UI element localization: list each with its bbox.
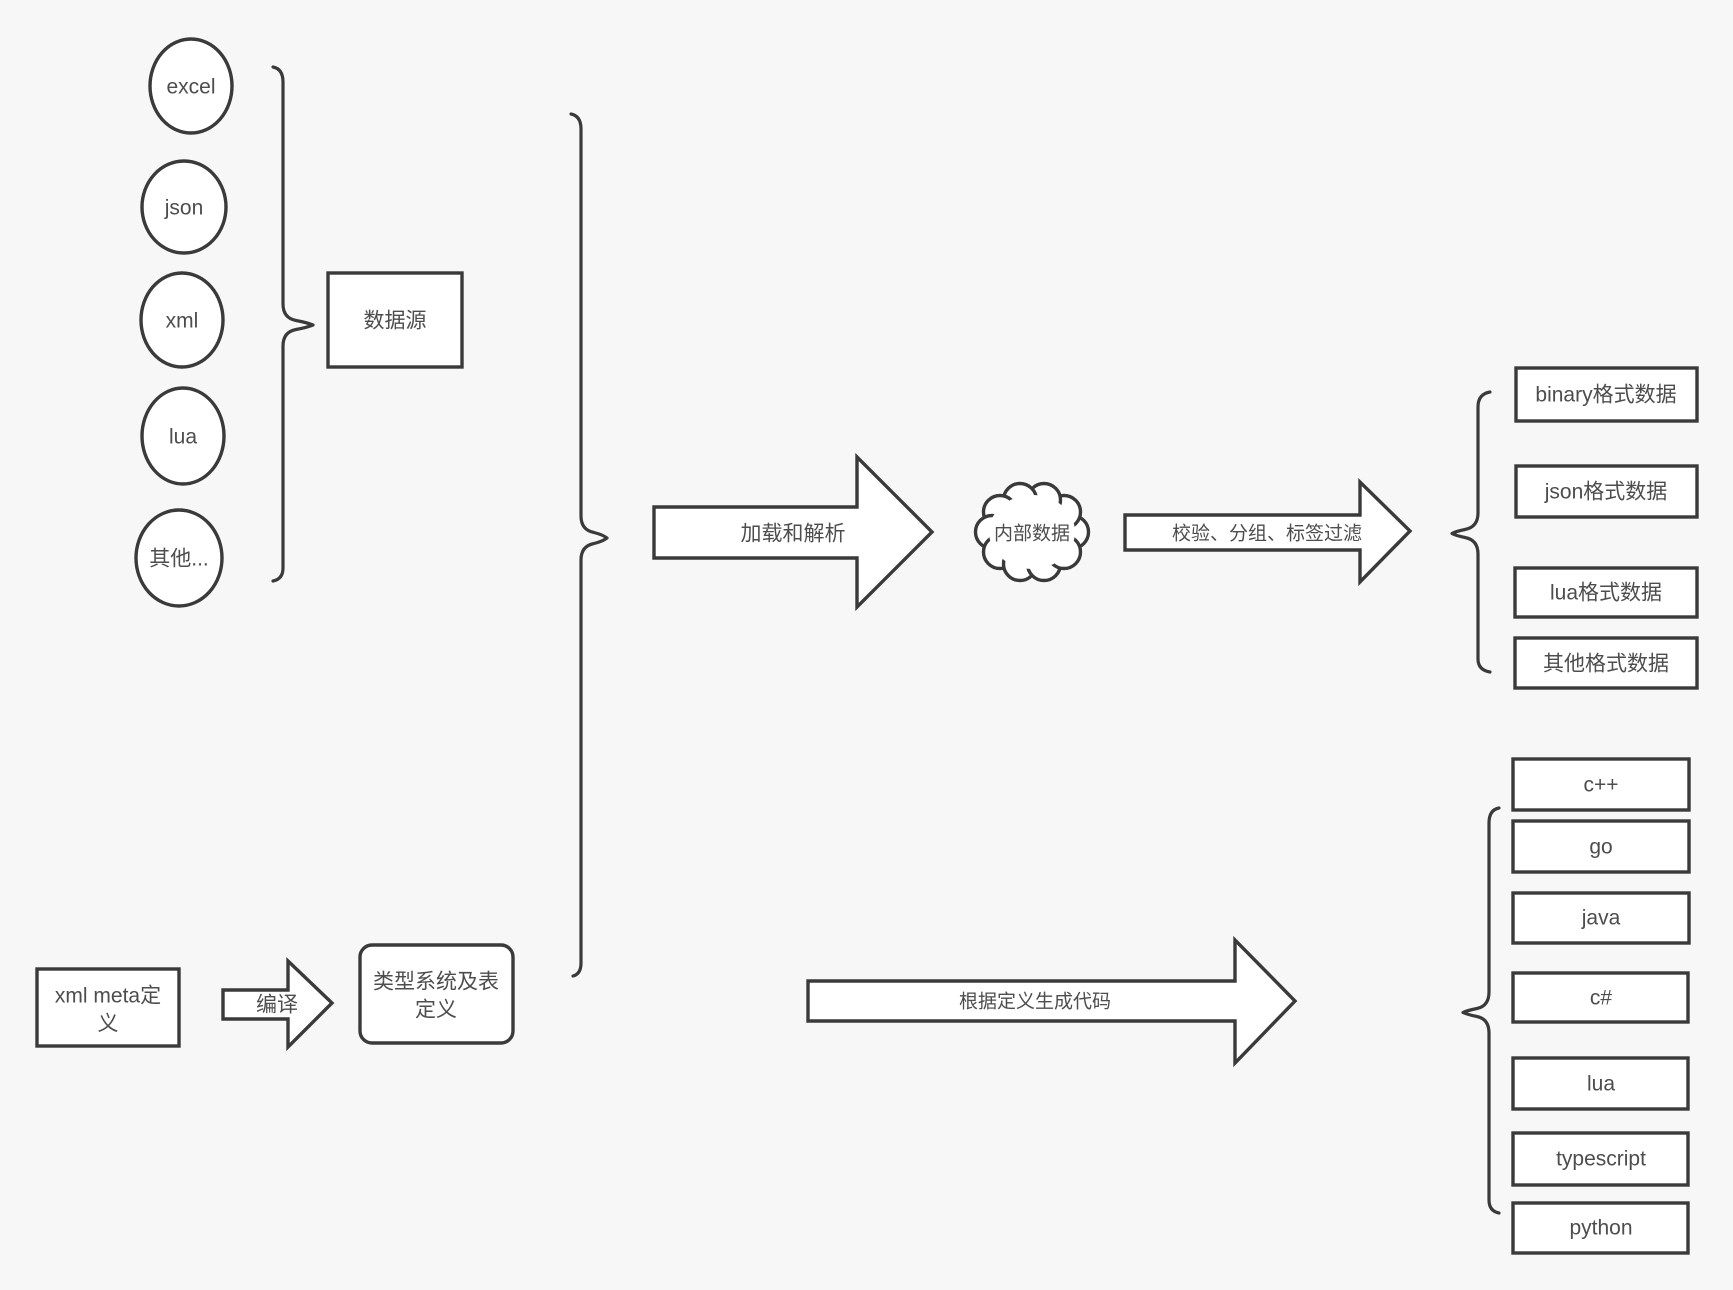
- format-label-lua: lua格式数据: [1550, 582, 1662, 605]
- compile-arrow-label: 编译: [256, 994, 298, 1017]
- source-label-lua: lua: [169, 426, 197, 449]
- generate-arrow: 根据定义生成代码: [806, 935, 1298, 1068]
- generate-arrow-shape: [806, 935, 1298, 1068]
- language-label-go: go: [1589, 836, 1612, 859]
- source-ellipse-xml: [139, 271, 225, 369]
- format-label-other: 其他格式数据: [1543, 653, 1669, 676]
- compile-arrow-shape: [221, 957, 335, 1052]
- brace-data-formats: [1450, 390, 1492, 674]
- format-label-json: json格式数据: [1544, 481, 1668, 504]
- language-box-go: [1511, 819, 1691, 874]
- data-source-box: [326, 271, 464, 369]
- typedef-box: [358, 943, 515, 1045]
- xml-meta-label-line1: xml meta定: [55, 985, 161, 1008]
- internal-data-label: 内部数据: [994, 523, 1070, 545]
- internal-data-cloud: 内部数据: [973, 481, 1091, 583]
- format-box-binary: [1514, 366, 1699, 423]
- filter-arrow: 校验、分组、标签过滤: [1123, 477, 1413, 587]
- generate-arrow-label: 根据定义生成代码: [959, 991, 1111, 1013]
- source-group: excel json xml lua 其他... 数据源: [134, 37, 464, 608]
- languages-group: c++ go java c# lua typescript python: [1461, 757, 1691, 1255]
- meta-definition-group: xml meta定 义 编译 类型系统及表 定义: [35, 943, 515, 1052]
- language-box-lua: [1511, 1056, 1690, 1111]
- source-ellipse-json: [140, 159, 228, 255]
- source-ellipse-lua: [140, 386, 226, 486]
- brace-sources: [271, 65, 315, 583]
- source-label-json: json: [164, 197, 204, 220]
- language-box-java: [1511, 891, 1691, 945]
- format-box-other: [1513, 636, 1699, 690]
- language-label-typescript: typescript: [1556, 1148, 1646, 1171]
- language-label-cpp: c++: [1583, 774, 1618, 797]
- typedef-label-line2: 定义: [415, 999, 457, 1022]
- language-box-cpp: [1511, 757, 1691, 812]
- source-ellipse-excel: [148, 37, 234, 135]
- load-parse-arrow-shape: [652, 452, 935, 612]
- filter-arrow-label: 校验、分组、标签过滤: [1172, 523, 1362, 545]
- language-label-python: python: [1569, 1217, 1632, 1240]
- source-label-other: 其他...: [149, 548, 209, 571]
- language-box-typescript: [1511, 1131, 1690, 1187]
- brace-languages: [1461, 806, 1501, 1215]
- source-ellipse-other: [134, 508, 224, 608]
- typedef-label-line1: 类型系统及表: [373, 971, 499, 994]
- language-box-python: [1511, 1201, 1690, 1255]
- format-box-json: [1514, 464, 1699, 519]
- format-box-lua: [1513, 566, 1699, 619]
- filter-arrow-shape: [1123, 477, 1413, 587]
- language-box-csharp: [1511, 971, 1690, 1024]
- load-parse-arrow-label: 加载和解析: [741, 523, 846, 546]
- source-label-xml: xml: [166, 310, 199, 333]
- xml-meta-box: [35, 967, 181, 1048]
- language-label-java: java: [1581, 907, 1621, 930]
- data-formats-group: binary格式数据 json格式数据 lua格式数据 其他格式数据: [1450, 366, 1699, 690]
- xml-meta-label-line2: 义: [98, 1013, 119, 1036]
- language-label-csharp: c#: [1590, 987, 1613, 1010]
- format-label-binary: binary格式数据: [1535, 384, 1676, 407]
- cloud-body: [989, 495, 1075, 569]
- brace-pipeline-input: [569, 112, 609, 978]
- data-source-label: 数据源: [364, 310, 427, 333]
- language-label-lua: lua: [1587, 1073, 1615, 1096]
- load-parse-arrow: 加载和解析: [652, 452, 935, 612]
- source-label-excel: excel: [166, 76, 215, 99]
